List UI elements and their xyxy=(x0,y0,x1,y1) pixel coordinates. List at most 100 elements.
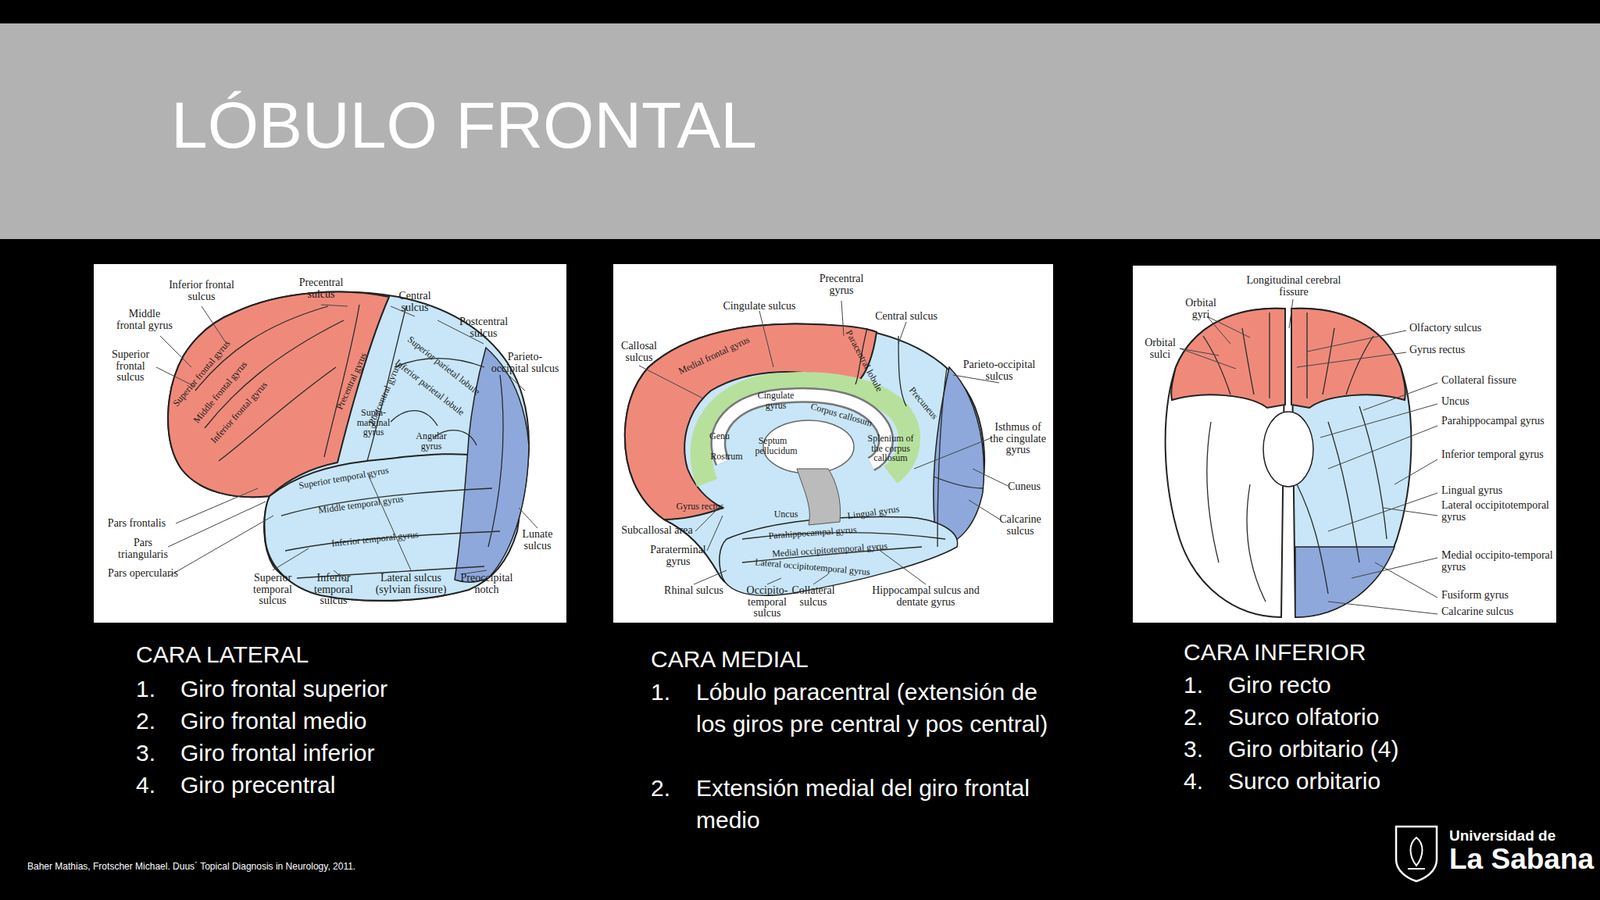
list-number: 2. xyxy=(135,705,156,738)
callout-label: Lunate sulcus xyxy=(514,528,561,552)
gyrus-label: Medial occipitotemporal gyrus xyxy=(771,541,888,560)
gyrus-label: Uncus xyxy=(766,509,806,520)
callout-label: Lingual gyrus xyxy=(1441,485,1555,497)
callout-label: Precentral gyrus xyxy=(814,273,869,297)
sulcus-lines xyxy=(195,304,504,579)
slide-title: LÓBULO FRONTAL xyxy=(171,92,758,158)
gyrus-label: Superior parietal lobule xyxy=(405,334,482,397)
callout-label: Postcentral sulcus xyxy=(452,316,515,340)
callout-label: Calcarine sulcus xyxy=(1441,606,1555,618)
brainstem xyxy=(1263,411,1314,487)
list-item: Giro orbitario (4) xyxy=(1228,733,1399,766)
gyrus-label: Inferior parietal lobule xyxy=(392,357,466,418)
callout-label: Fusiform gyrus xyxy=(1441,589,1555,602)
medial-sulci xyxy=(742,328,983,563)
list-number: 1. xyxy=(1183,669,1204,702)
orbital-frontal-right xyxy=(1291,308,1406,408)
gyrus-label: Middle temporal gyrus xyxy=(317,493,405,516)
callout-label: Uncus xyxy=(1441,396,1555,408)
list-item: Giro frontal inferior xyxy=(180,737,375,770)
callout-label: Parieto-occipital sulcus xyxy=(489,351,561,375)
list-item: Giro frontal superior xyxy=(180,673,388,706)
gyrus-label: Angular gyrus xyxy=(411,431,451,451)
callout-label: Hippocampal sulcus and dentate gyrus xyxy=(867,585,985,608)
callout-label: Longitudinal cerebral fissure xyxy=(1235,275,1353,298)
callout-label: Calcarine sulcus xyxy=(996,514,1044,537)
gyrus-label: Parahippocampal gyrus xyxy=(767,525,858,541)
callout-label: Superior temporal sulcus xyxy=(245,572,300,608)
list-number: 2. xyxy=(650,772,671,805)
gyrus-label: Superior frontal gyrus xyxy=(171,338,233,408)
callout-label: Parieto-occipital sulcus xyxy=(952,359,1047,383)
callout-label: Pars triangularis xyxy=(107,537,179,561)
leader-lines xyxy=(156,304,538,583)
list-number: 3. xyxy=(135,737,156,770)
callout-label: Superior frontal sulcus xyxy=(103,349,158,384)
logo-emblem xyxy=(1407,837,1425,869)
callout-label: Parahippocampal gyrus xyxy=(1441,415,1555,428)
brainstem-cut xyxy=(796,468,841,525)
medial-frontal xyxy=(625,324,877,520)
gyrus-label: Cingulate gyrus xyxy=(752,390,800,411)
lateral-panel xyxy=(93,264,567,623)
list-heading: CARA LATERAL xyxy=(135,639,309,672)
callout-label: Medial occipito-temporal gyrus xyxy=(1441,550,1555,573)
list-item: Surco orbitario xyxy=(1228,765,1381,798)
gyrus-label: Genu xyxy=(703,431,736,442)
callout-label: Lateral sulcus (sylvian fissure) xyxy=(364,572,458,596)
list-number: 2. xyxy=(1183,701,1204,734)
gyrus-label: Lateral occipitotemporal gyrus xyxy=(754,557,871,577)
list-item: Surco olfatorio xyxy=(1228,701,1379,734)
gyrus-label: Supra-marginal gyrus xyxy=(352,407,396,438)
callout-label: Pars opercularis xyxy=(107,567,179,580)
gyrus-label: Precuneus xyxy=(907,385,940,422)
callout-label: Central sulcus xyxy=(859,310,954,323)
gyrus-label: Inferior temporal gyrus xyxy=(331,529,420,549)
logo-text: La Sabana xyxy=(1449,843,1594,876)
callout-label: Inferior temporal sulcus xyxy=(306,572,361,608)
callout-label: Preoccipital notch xyxy=(455,572,518,596)
callout-label: Cingulate sulcus xyxy=(708,300,811,313)
list-number: 1. xyxy=(650,676,671,709)
gyrus-label: Medial frontal gyrus xyxy=(677,334,752,376)
callout-label: Orbital sulci xyxy=(1136,337,1184,361)
callout-label: Isthmus of the cingulate gyrus xyxy=(989,421,1048,457)
callout-label: Central sulcus xyxy=(387,290,443,314)
list-item: Giro recto xyxy=(1228,669,1332,702)
list-item: Lóbulo paracentral (extensión de los gir… xyxy=(696,676,1056,740)
citation: Baher Mathias, Frotscher Michael. Duus´ … xyxy=(27,860,356,872)
callout-label: Inferior frontal sulcus xyxy=(162,279,241,303)
gyrus-label: Gyrus rectus xyxy=(672,501,728,512)
callout-label: Inferior temporal gyrus xyxy=(1441,449,1555,461)
list-number: 4. xyxy=(1183,765,1204,798)
gyrus-label: Superior temporal gyrus xyxy=(297,465,390,492)
gyrus-label: Splenium of the corpus callosum xyxy=(863,433,918,464)
gyrus-label: Corpus callosum xyxy=(809,401,873,429)
logo-seal xyxy=(1396,826,1437,882)
callout-label: Gyrus rectus xyxy=(1409,344,1550,357)
inferior-panel xyxy=(1132,265,1557,623)
gyrus-label: Rostrum xyxy=(707,451,747,462)
list-number: 3. xyxy=(1183,733,1204,766)
callout-label: Lateral occipitotemporal gyrus xyxy=(1441,500,1555,523)
callout-label: Occipito-temporal sulcus xyxy=(742,585,793,620)
gyrus-label: Lingual gyrus xyxy=(846,503,900,522)
logo-text: Universidad de xyxy=(1449,828,1556,845)
callout-label: Orbital gyri xyxy=(1177,297,1225,321)
list-item: Extensión medial del giro frontal medio xyxy=(696,772,1056,836)
callout-label: Middle frontal gyrus xyxy=(113,308,176,332)
medial-panel xyxy=(613,264,1054,623)
callout-label: Collateral sulcus xyxy=(789,585,837,608)
callout-label: Olfactory sulcus xyxy=(1409,322,1550,335)
callout-label: Pars frontalis xyxy=(93,517,180,530)
leader-lines xyxy=(639,300,1008,585)
list-heading: CARA MEDIAL xyxy=(650,643,809,676)
inferior-sulci xyxy=(1203,312,1387,602)
callout-label: Callosal sulcus xyxy=(615,340,663,364)
callout-label: Paraterminal gyrus xyxy=(646,544,710,568)
callout-label: Precentral sulcus xyxy=(289,277,353,300)
list-item: Giro precentral xyxy=(180,769,336,802)
callout-label: Subcallosal area xyxy=(606,525,708,537)
orbital-frontal-left xyxy=(1171,308,1286,408)
